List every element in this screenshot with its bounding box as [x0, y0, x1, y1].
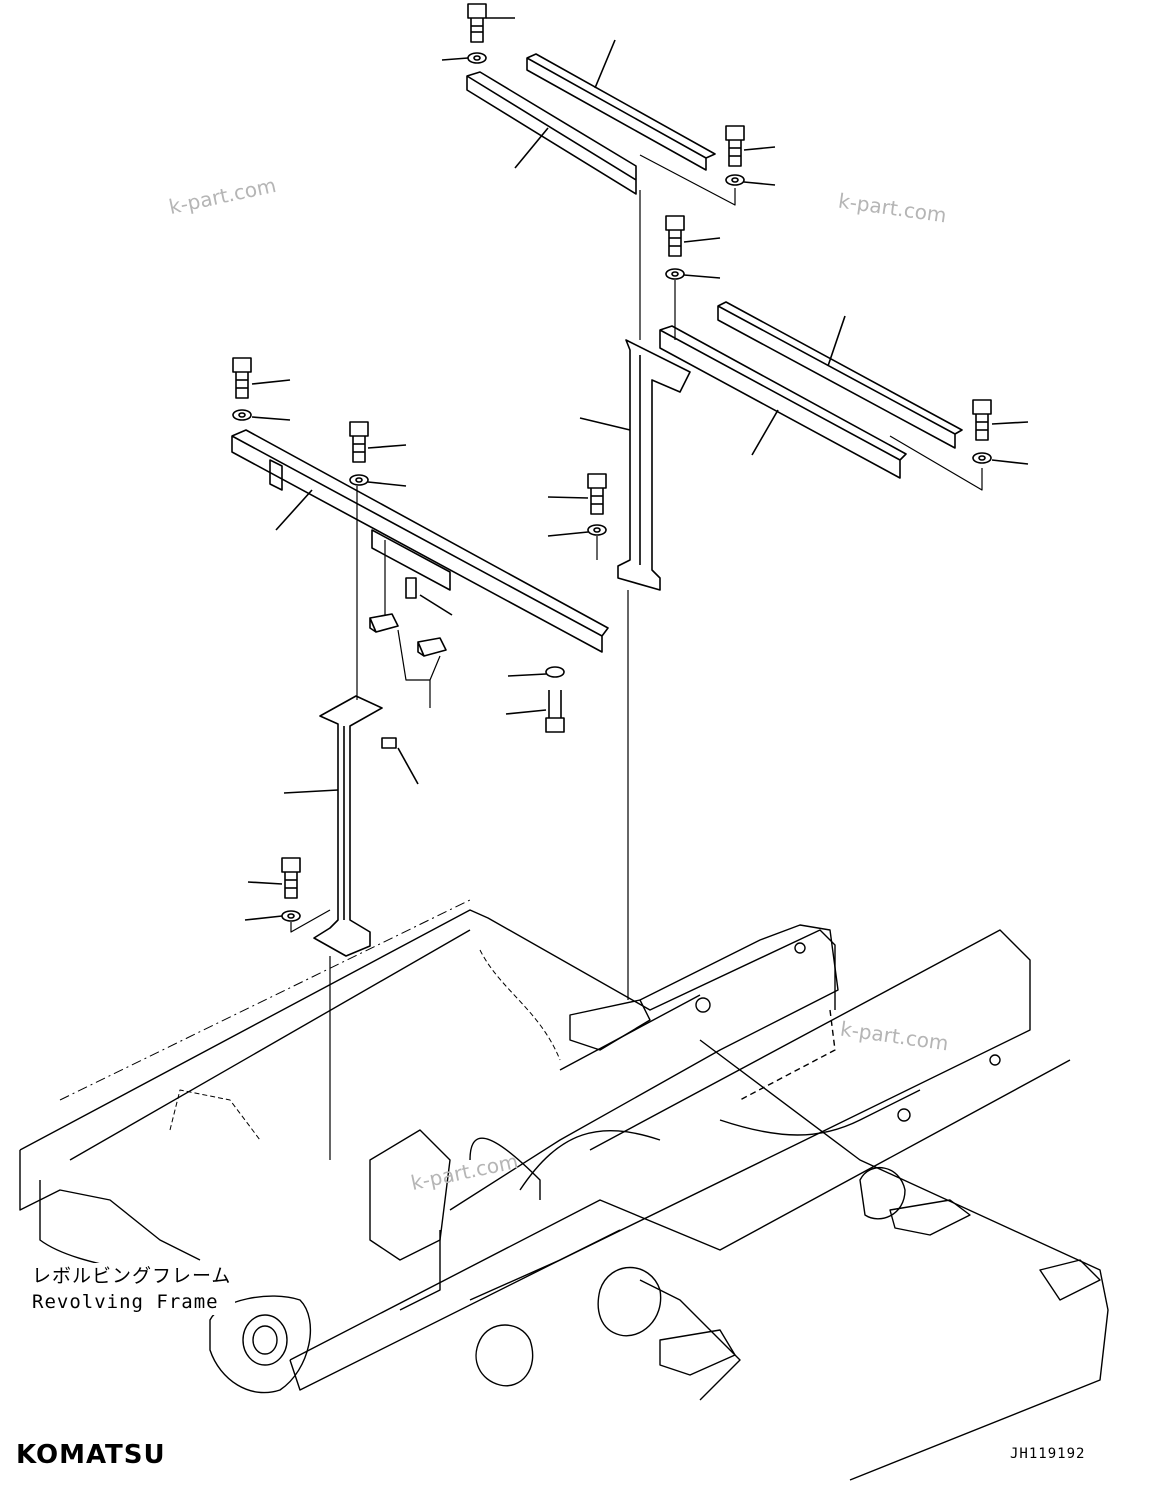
- frame-label-japanese: レボルビングフレーム: [32, 1265, 232, 1287]
- right-post-assembly: [547, 190, 1029, 1000]
- bolt-icon: [587, 473, 607, 515]
- washer-icon: [665, 268, 685, 280]
- right-long-bar: [717, 301, 963, 449]
- bolt-icon: [281, 857, 301, 899]
- pad: [417, 637, 447, 657]
- top-angle-bracket: [466, 71, 637, 195]
- right-post: [617, 339, 691, 591]
- washer-icon: [972, 452, 992, 464]
- clip: [381, 737, 397, 749]
- bolt-icon: [972, 399, 992, 441]
- washer-icon: [281, 910, 301, 922]
- washer-icon: [232, 409, 252, 421]
- left-crossbeam-assembly: [231, 357, 609, 733]
- right-angle-bracket: [659, 325, 907, 479]
- frame-label-english: Revolving Frame: [32, 1291, 219, 1313]
- revolving-frame-label: レボルビングフレーム Revolving Frame: [28, 1263, 236, 1315]
- left-post-assembly: [244, 695, 419, 1160]
- washer-icon: [349, 474, 369, 486]
- bolt-icon: [725, 125, 745, 167]
- komatsu-logo: KOMATSU: [16, 1440, 166, 1470]
- upper-rear-brackets: [441, 3, 776, 206]
- drawing-code: JH119192: [1010, 1446, 1086, 1462]
- left-crossbeam: [231, 429, 609, 653]
- washer-icon: [587, 524, 607, 536]
- revolving-frame: [19, 899, 1109, 1481]
- bolt-icon: [467, 3, 487, 43]
- bolt-icon: [665, 215, 685, 257]
- washer-icon: [545, 666, 565, 678]
- top-bar-upper: [526, 53, 716, 171]
- washer-icon: [725, 174, 745, 186]
- bolt-icon: [545, 690, 565, 733]
- pad: [369, 613, 399, 633]
- bolt-icon: [232, 357, 252, 399]
- left-post: [313, 695, 383, 957]
- spacer: [405, 577, 417, 599]
- washer-icon: [467, 52, 487, 64]
- bolt-icon: [349, 421, 369, 463]
